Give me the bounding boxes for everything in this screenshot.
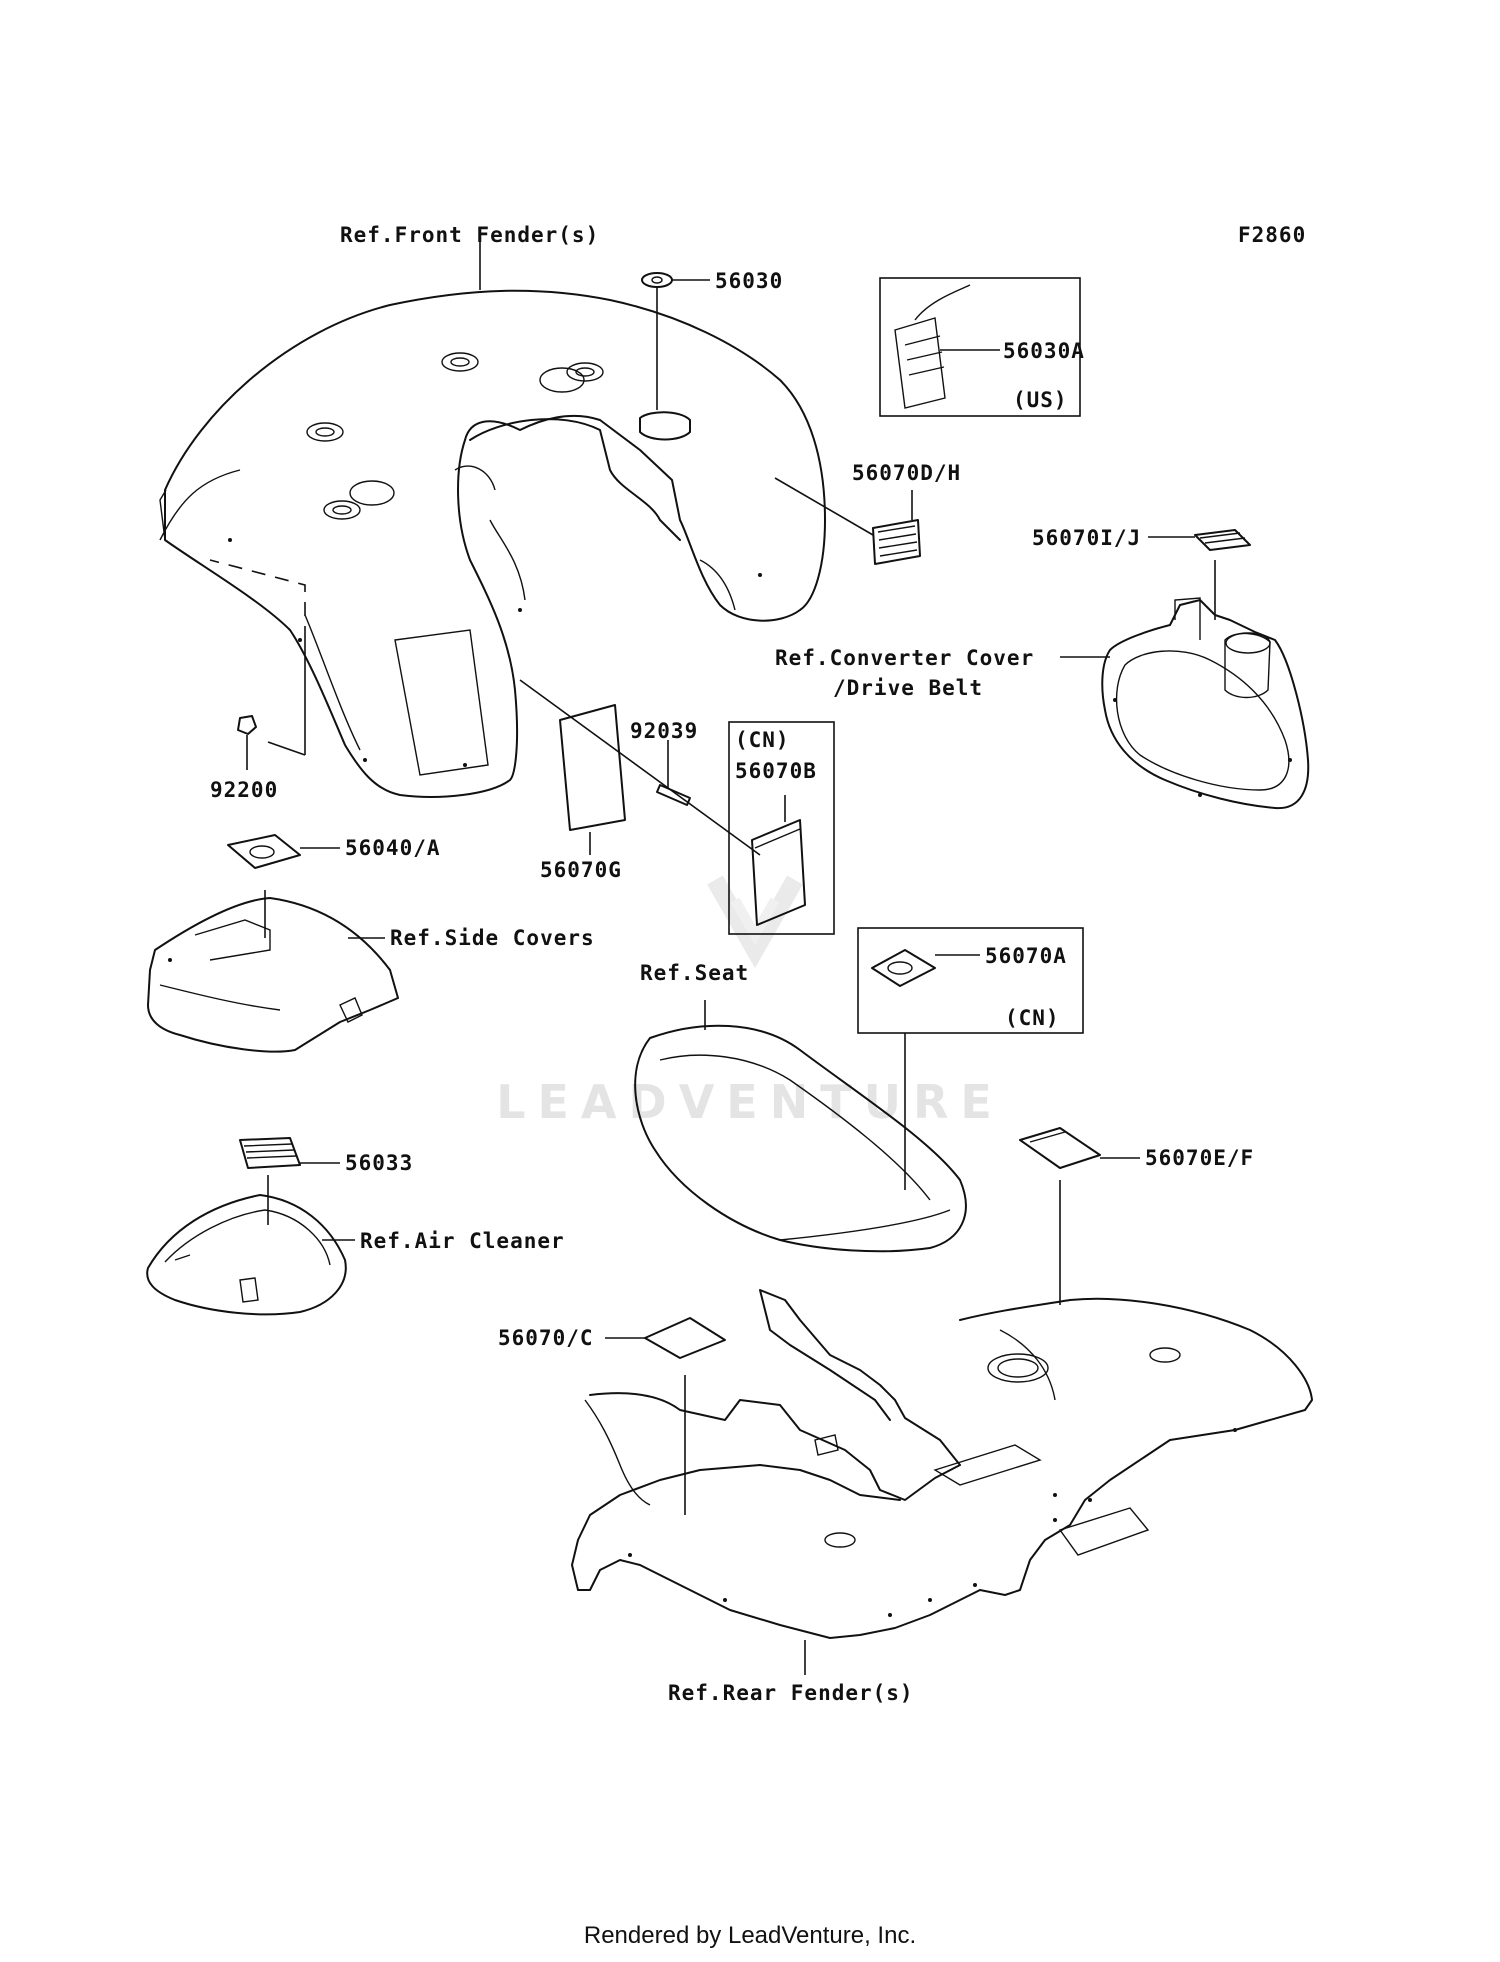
ref-converter-cover-label: Ref.Converter Cover — [775, 646, 1034, 670]
part-92039-label: 92039 — [630, 719, 698, 743]
part-92200-label: 92200 — [210, 778, 278, 802]
part-56040A-label: 56040/A — [345, 836, 441, 860]
footer-credit: Rendered by LeadVenture, Inc. — [583, 1922, 917, 1949]
part-56030A-box — [879, 277, 1081, 417]
part-56070IJ-label: 56070I/J — [1032, 526, 1141, 550]
part-56070G-sheet — [519, 679, 761, 856]
part-56030A-label: 56030A — [1003, 339, 1085, 363]
side-covers-illustration — [147, 897, 399, 1053]
ref-drive-belt-label: /Drive Belt — [833, 676, 983, 700]
ref-front-fender-label: Ref.Front Fender(s) — [340, 223, 599, 247]
part-56070DH-decal — [774, 477, 921, 565]
ref-seat-label: Ref.Seat — [640, 961, 749, 985]
watermark-text: LEADVENTURE — [496, 1075, 1004, 1129]
part-56040A-decal — [227, 834, 340, 938]
part-56070B-label: 56070B — [735, 759, 817, 783]
part-56070EF-decal — [1019, 1127, 1140, 1305]
converter-cover-illustration — [1060, 597, 1310, 810]
part-56030A-region: (US) — [1013, 388, 1068, 412]
part-56070G-label: 56070G — [540, 858, 622, 882]
ref-air-cleaner-label: Ref.Air Cleaner — [360, 1229, 565, 1253]
part-56070EF-label: 56070E/F — [1145, 1146, 1254, 1170]
part-56030-grommet — [641, 272, 710, 410]
part-92039-clip — [656, 740, 691, 806]
part-56033-label: 56033 — [345, 1151, 413, 1175]
part-56070C-decal — [605, 1317, 726, 1515]
air-cleaner-illustration — [146, 1194, 355, 1316]
part-92200-fastener — [209, 559, 306, 770]
part-56070A-region: (CN) — [1005, 1006, 1060, 1030]
part-56070A-label: 56070A — [985, 944, 1067, 968]
seat-illustration — [634, 1000, 967, 1253]
part-56070A-box — [857, 927, 1084, 1190]
part-56070B-box — [728, 721, 835, 935]
part-56030-label: 56030 — [715, 269, 783, 293]
part-56070B-region: (CN) — [735, 728, 790, 752]
ref-rear-fender-label: Ref.Rear Fender(s) — [668, 1681, 914, 1705]
front-fender-illustration — [159, 289, 826, 798]
part-56033-decal — [239, 1137, 340, 1225]
part-56070DH-label: 56070D/H — [852, 461, 961, 485]
part-56070C-label: 56070/C — [498, 1326, 594, 1350]
part-56070IJ-decal — [1148, 529, 1251, 620]
rear-fender-illustration — [571, 1289, 1313, 1675]
watermark: LEADVENTURE — [496, 875, 1004, 1129]
figure-code: F2860 — [1238, 223, 1306, 247]
ref-side-covers-label: Ref.Side Covers — [390, 926, 595, 950]
